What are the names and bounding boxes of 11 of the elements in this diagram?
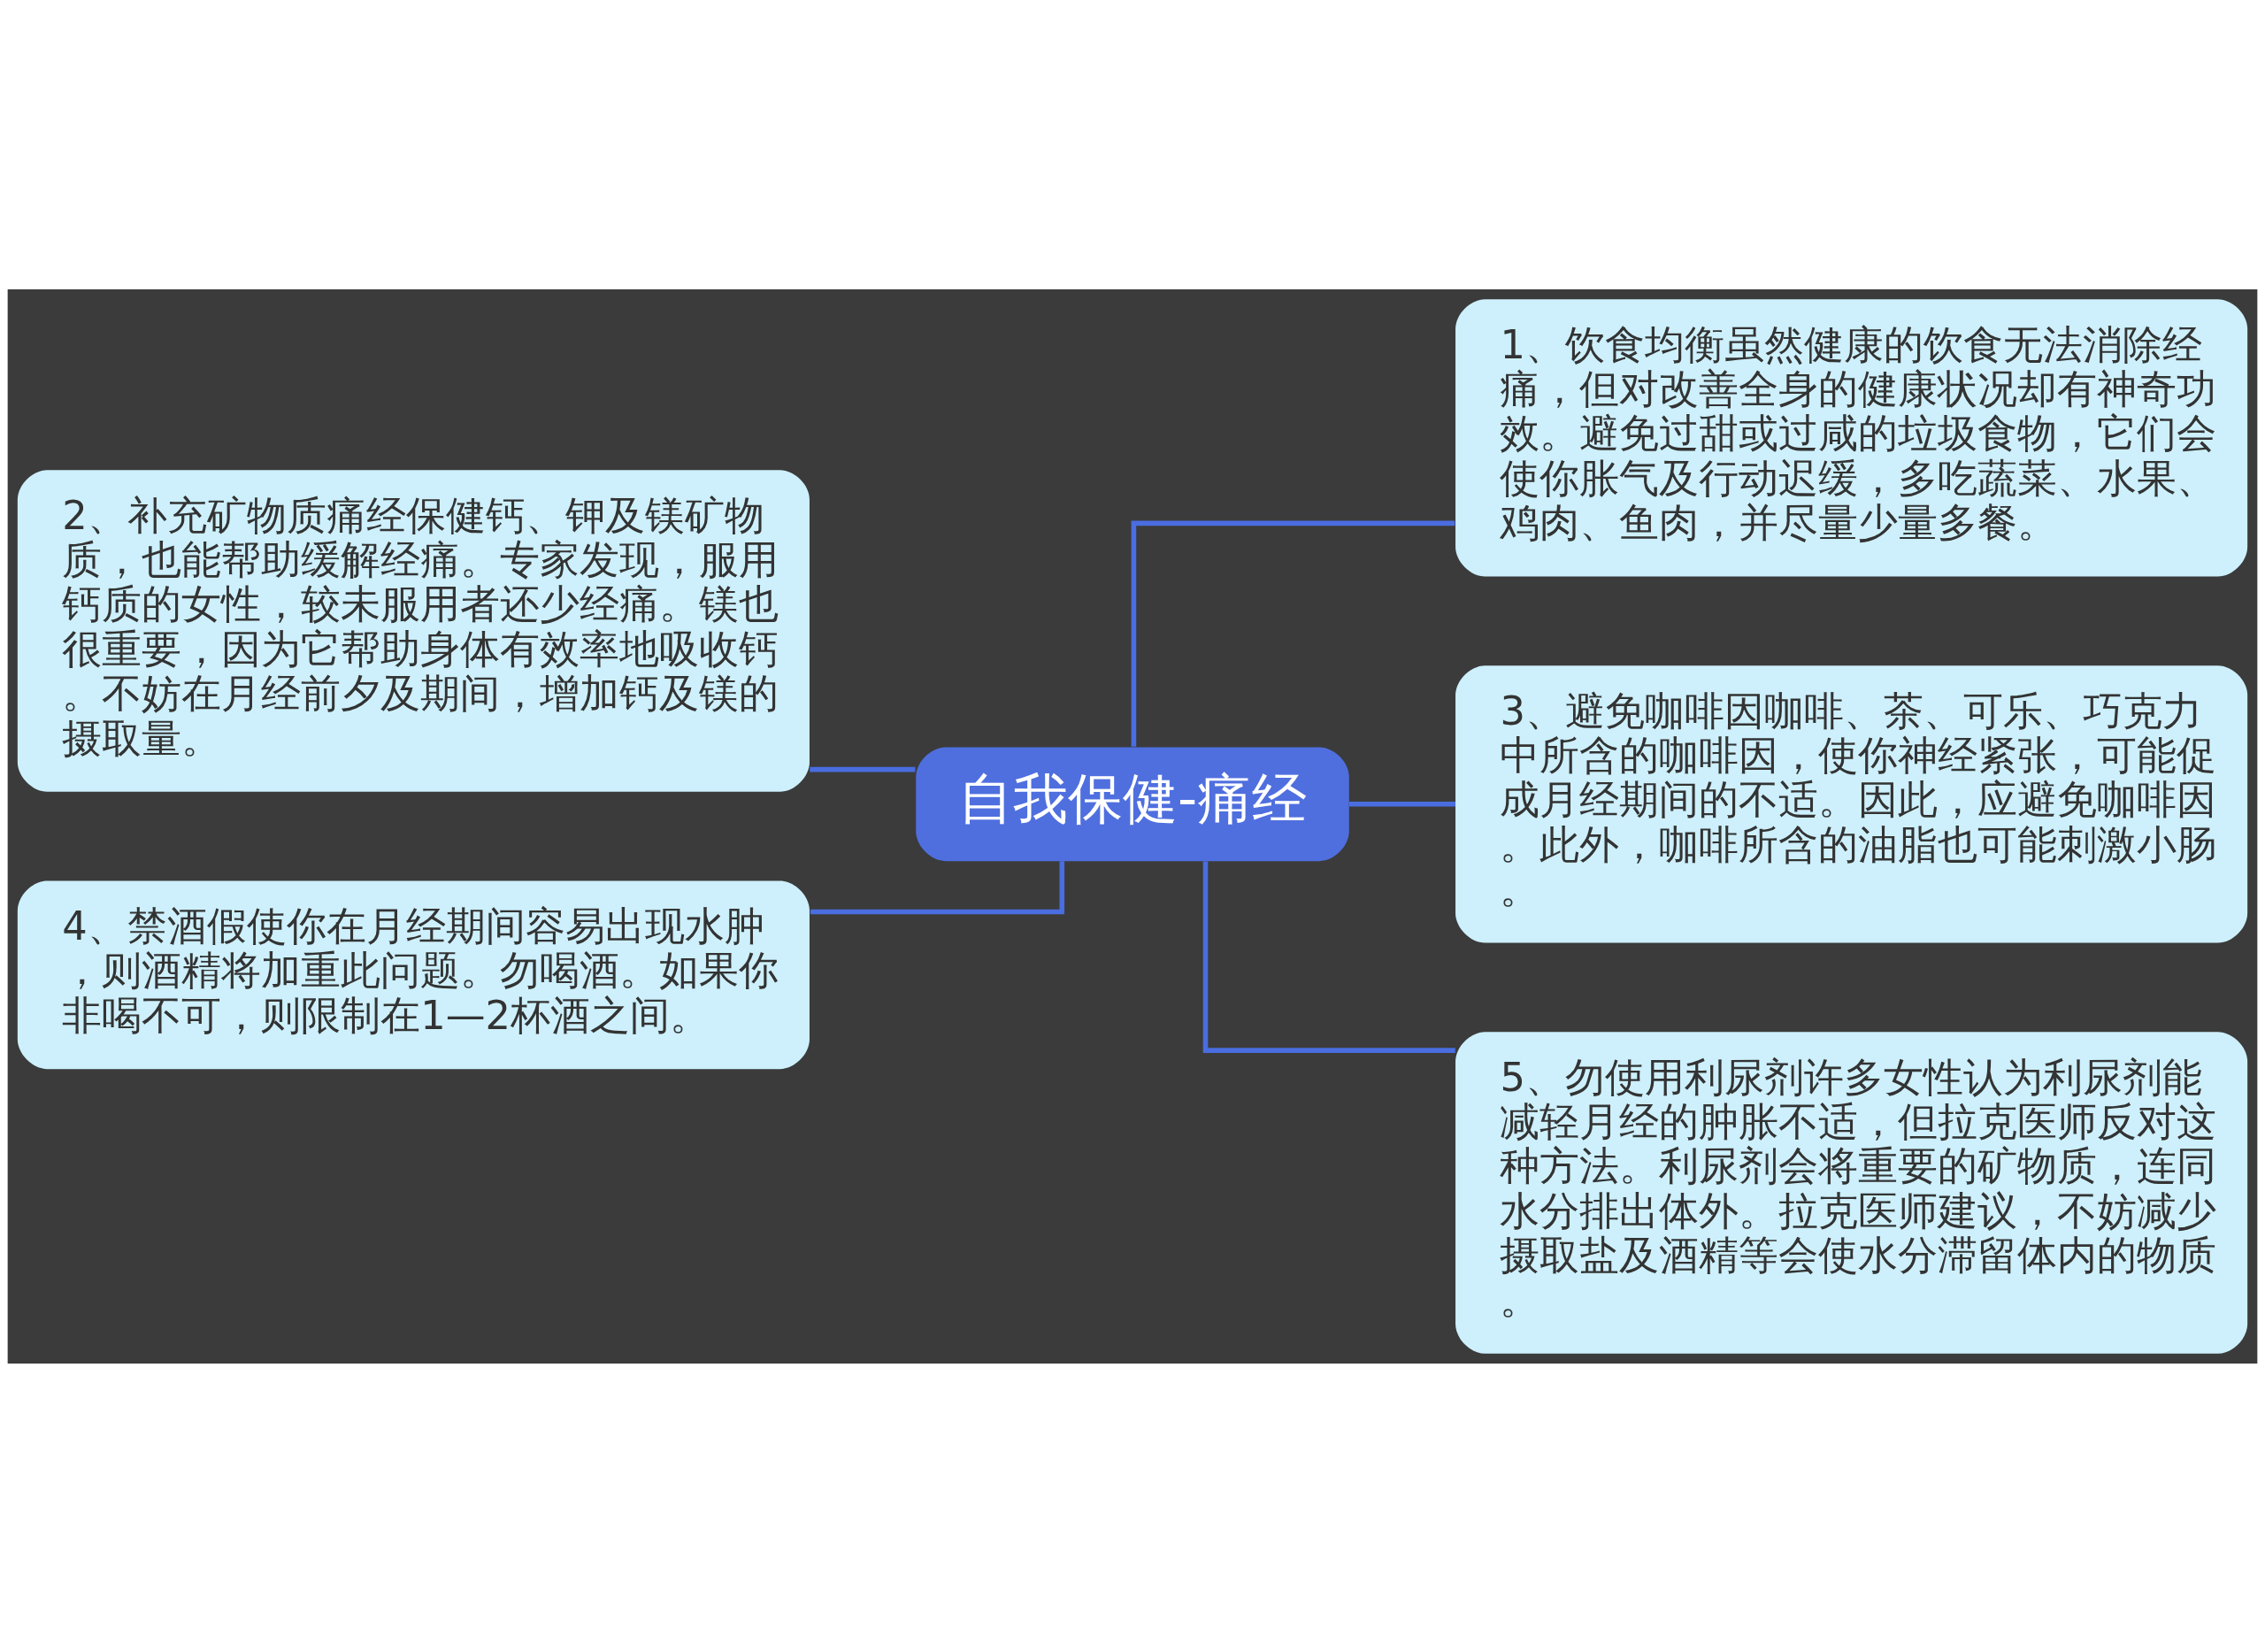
connector bbox=[810, 860, 1065, 914]
node-box: 5、勿使用利尿剂许多女性认为利尿剂能减轻月经的肿胀不适，但拉克医师反对这种方法。利尿剂会将重要的矿物质，连同水分排出体外。拉克医师建议，不妨减少摄取盐及酒精等会使水分滞留体内的物质。 bbox=[1455, 1031, 2248, 1354]
node-box: 1、饮食均衡虽然健康的饮食无法消除经痛，但对改善全身的健康状况却有神奇功效。避免过甜或过咸的垃圾食物，它们会使你胀气及行动迟缓，多吃蔬菜、水果、鸡肉、鱼肉，并尽量少量多餐。 bbox=[1455, 298, 2248, 576]
node-box: 2、补充矿物质痛经保健钙、钾及镁矿物质，也能帮助缓解经痛。专家发现，服用钙质的女性，较未服用者还少经痛。镁也很重要，因为它帮助身体有效率地吸收钙。不妨在月经前夕及期间，增加钙及镁的摄取量。 bbox=[17, 469, 810, 792]
connector bbox=[1131, 520, 1455, 747]
node-box: 3、避免咖啡因咖啡、茶、可乐、巧克力中所含的咖啡因，使你神经紧张，可能促成月经期间的不适。因此，应避免咖啡因。此外，咖啡所含的油脂也可能刺激小肠。 bbox=[1455, 665, 2248, 942]
node-box: 4、禁酒假使你在月经期间容易出现水肿，则酒精将加重此问题。勿喝酒。如果你非喝不可，则限制在1—2杯酒之间。 bbox=[17, 880, 810, 1069]
connector bbox=[1348, 801, 1455, 807]
connector bbox=[1202, 860, 1455, 1053]
node-box: 自我保健-痛经 bbox=[916, 747, 1349, 861]
connector bbox=[810, 766, 916, 772]
